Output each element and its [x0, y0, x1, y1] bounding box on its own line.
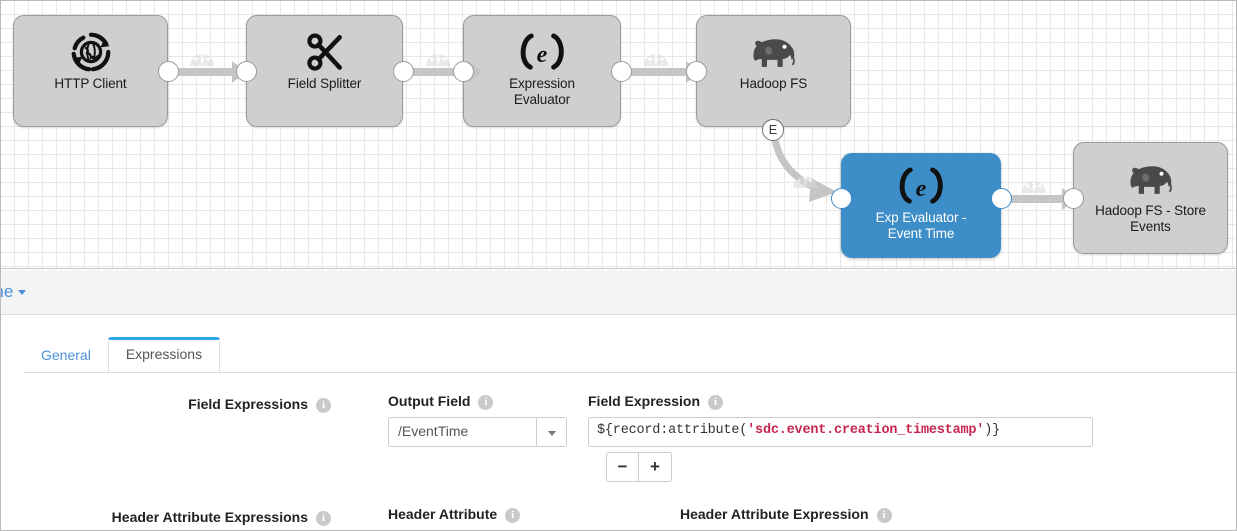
stage-exp-evaluator-event-time[interactable]: e Exp Evaluator - Event Time: [841, 153, 1001, 258]
info-icon[interactable]: i: [478, 395, 494, 410]
event-output-badge[interactable]: E: [762, 119, 784, 141]
stage-label: Hadoop FS - Store Events: [1095, 203, 1206, 234]
output-field-dropdown-button[interactable]: [536, 418, 566, 446]
svg-text:e: e: [537, 42, 548, 68]
record-rate-gauge-icon: [1022, 181, 1046, 193]
output-field-value: /EventTime: [398, 423, 469, 439]
expr-prefix: ${record:attribute(: [597, 423, 748, 438]
globe-refresh-icon: [68, 29, 114, 75]
stage-label: Field Splitter: [287, 76, 362, 91]
header-attribute-expression-column: Header Attribute Expression i: [680, 506, 1190, 530]
caret-down-icon[interactable]: [18, 290, 27, 295]
detail-tabs: General Expressions: [1, 337, 1236, 373]
field-expressions-label-text: Field Expressions: [188, 396, 308, 412]
info-icon[interactable]: i: [708, 395, 724, 410]
field-expression-row-buttons: − +: [606, 452, 672, 482]
header-attribute-expressions-label-text: Header Attribute Expressions: [111, 509, 308, 525]
output-anchor-field-splitter[interactable]: [393, 61, 414, 82]
input-anchor-exp-evaluator-event-time[interactable]: [831, 188, 852, 209]
header-attribute-column: Header Attribute i: [388, 506, 588, 530]
record-rate-gauge-icon: [644, 54, 668, 66]
remove-field-expression-button[interactable]: −: [606, 452, 639, 482]
field-expressions-label: Field Expressions i: [1, 393, 331, 413]
record-rate-gauge-icon: [190, 54, 214, 66]
info-icon[interactable]: i: [316, 511, 331, 526]
output-field-select[interactable]: /EventTime: [388, 417, 567, 447]
header-attribute-expression-column-header: Header Attribute Expression i: [680, 506, 1190, 530]
record-rate-gauge-icon: [793, 176, 817, 188]
header-attribute-column-header-text: Header Attribute: [388, 506, 498, 522]
field-expression-column-header-text: Field Expression: [588, 393, 701, 409]
tab-expressions[interactable]: Expressions: [107, 337, 221, 372]
info-icon[interactable]: i: [505, 508, 521, 523]
expr-suffix: )}: [984, 423, 1000, 438]
stage-label: HTTP Client: [54, 76, 127, 91]
input-anchor-hadoop-fs-store-events[interactable]: [1063, 188, 1084, 209]
field-expression-column: Field Expression i ${record:attribute('sd…: [588, 393, 1098, 482]
input-anchor-hadoop-fs[interactable]: [686, 61, 707, 82]
detail-pane-title-text: t Time: [1, 282, 14, 301]
detail-pane-header: t Time: [1, 270, 1236, 315]
header-attribute-expression-column-header-text: Header Attribute Expression: [680, 506, 869, 522]
expression-e-icon: e: [517, 29, 567, 75]
output-anchor-expression-evaluator[interactable]: [611, 61, 632, 82]
stage-http-client[interactable]: HTTP Client: [13, 15, 168, 127]
header-attribute-column-header: Header Attribute i: [388, 506, 588, 530]
scissors-icon: [303, 29, 347, 75]
input-anchor-expression-evaluator[interactable]: [453, 61, 474, 82]
output-field-column-header-text: Output Field: [388, 393, 471, 409]
stage-field-splitter[interactable]: Field Splitter: [246, 15, 403, 127]
expressions-form: Field Expressions i Output Field i /EventT…: [1, 373, 1236, 530]
detail-pane-title[interactable]: t Time: [1, 282, 27, 302]
header-attribute-expressions-label: Header Attribute Expressions i: [1, 506, 331, 526]
output-field-column: Output Field i /EventTime: [388, 393, 588, 452]
hadoop-elephant-icon: [746, 29, 802, 75]
expr-quoted-literal: 'sdc.event.creation_timestamp': [747, 423, 985, 438]
output-anchor-http-client[interactable]: [158, 61, 179, 82]
expression-e-icon: e: [896, 163, 946, 209]
stage-hadoop-fs-store-events[interactable]: Hadoop FS - Store Events: [1073, 142, 1228, 254]
field-expressions-body: Output Field i /EventTime Field Expressio…: [331, 393, 1236, 482]
stage-expression-evaluator[interactable]: e Expression Evaluator: [463, 15, 621, 127]
svg-text:e: e: [916, 176, 927, 202]
stage-label: Expression Evaluator: [509, 76, 575, 107]
field-expression-column-header: Field Expression i: [588, 393, 1098, 417]
info-icon[interactable]: i: [316, 398, 331, 413]
output-anchor-exp-evaluator-event-time[interactable]: [991, 188, 1012, 209]
add-field-expression-button[interactable]: +: [639, 452, 672, 482]
hadoop-elephant-icon: [1123, 156, 1179, 202]
stage-label: Exp Evaluator - Event Time: [875, 210, 967, 241]
stage-label: Hadoop FS: [739, 76, 808, 91]
chevron-down-icon: [548, 431, 556, 436]
stage-hadoop-fs[interactable]: Hadoop FS: [696, 15, 851, 127]
stage-detail-pane: t Time General Expressions Field Expressi…: [1, 270, 1236, 530]
tab-general[interactable]: General: [41, 347, 91, 363]
field-expression-input[interactable]: ${record:attribute('sdc.event.creation_t…: [588, 417, 1093, 447]
input-anchor-field-splitter[interactable]: [236, 61, 257, 82]
info-icon[interactable]: i: [876, 508, 892, 523]
header-attribute-expressions-row: Header Attribute Expressions i Header Att…: [1, 506, 1236, 530]
record-rate-gauge-icon: [426, 54, 450, 66]
output-field-column-header: Output Field i: [388, 393, 588, 417]
field-expressions-row: Field Expressions i Output Field i /EventT…: [1, 393, 1236, 482]
pipeline-canvas[interactable]: HTTP Client Field Splitter: [1, 1, 1236, 269]
header-attribute-expressions-body: Header Attribute i Header Attribute Expre…: [331, 506, 1236, 530]
